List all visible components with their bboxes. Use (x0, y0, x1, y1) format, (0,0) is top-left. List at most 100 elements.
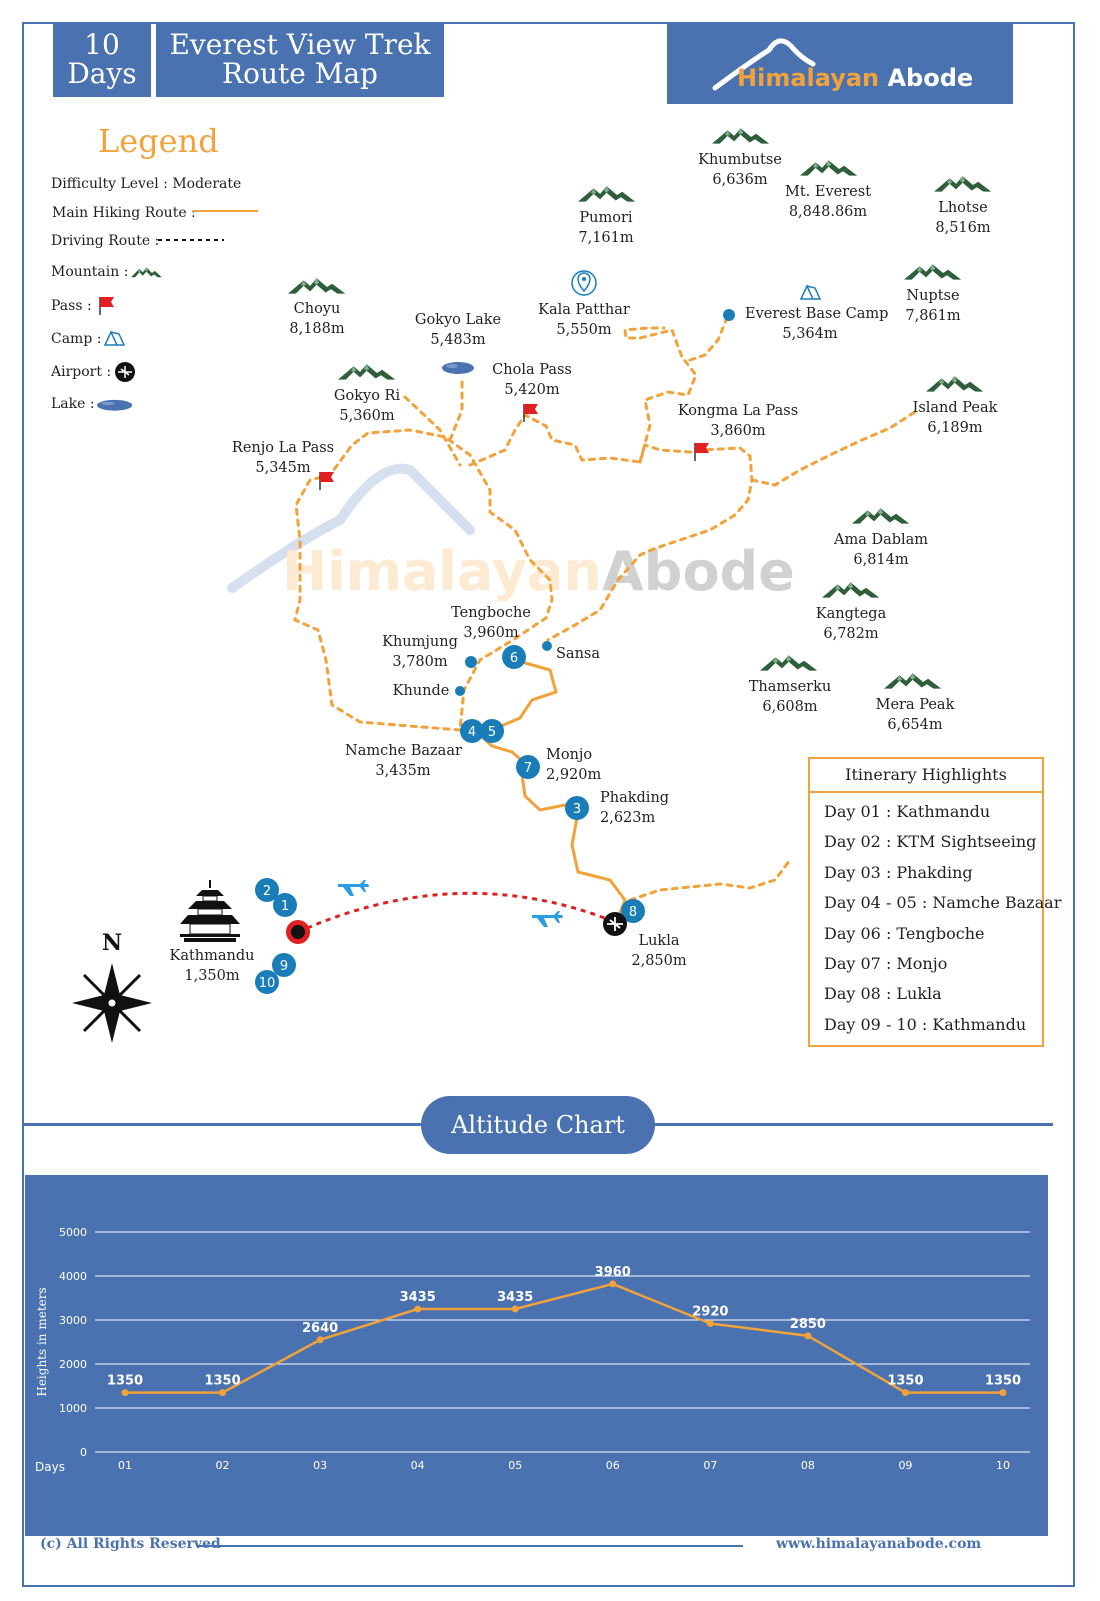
day-marker-label: 10 (259, 976, 276, 991)
chart-data-label: 1350 (887, 1374, 923, 1389)
chart-data-label: 1350 (985, 1374, 1021, 1389)
chart-data-label: 3435 (497, 1290, 533, 1305)
legend-title: Legend (98, 122, 219, 160)
khumjung-dot (465, 656, 477, 668)
mountain-icon (338, 364, 396, 380)
days-number: 10 (84, 28, 120, 61)
chart-point (414, 1305, 422, 1313)
legend-mountain: Mountain : (51, 264, 129, 280)
brand-name: Himalayan Abode (737, 64, 973, 92)
day-marker (255, 878, 279, 902)
chart-x-tick: 04 (411, 1459, 425, 1472)
mountain-height: 7,161m (578, 230, 634, 246)
itinerary-item: Day 03 : Phakding (824, 862, 973, 882)
place-label-tengboche: Tengboche 3,960m (441, 603, 541, 643)
place-height: 1,350m (184, 968, 240, 984)
mountain-name: Ama Dablam (833, 532, 929, 548)
day-marker (255, 970, 279, 994)
watermark: Himalayan Abode (227, 463, 795, 603)
mountain-icon (904, 264, 962, 280)
logo-mountain-icon (712, 38, 816, 91)
compass-icon: N (72, 930, 152, 1043)
mountain-label-thamserku: Thamserku 6,608m (740, 677, 840, 717)
place-height: 3,435m (375, 763, 431, 779)
chart-data-label: 2920 (692, 1305, 728, 1320)
mountain-height: 6,814m (853, 552, 909, 568)
location-pin-icon (571, 270, 597, 296)
chart-data-label: 2640 (302, 1321, 338, 1336)
legend-airport-icon (115, 362, 135, 382)
chart-point (121, 1389, 129, 1397)
days-badge: 10 Days (53, 24, 151, 97)
place-height: 5,420m (504, 382, 560, 398)
sansa-dot (542, 641, 552, 651)
mountain-icon (578, 186, 636, 202)
place-label-chola-pass: Chola Pass 5,420m (482, 360, 582, 400)
place-name: Kala Patthar (538, 302, 630, 318)
day-marker-label: 6 (510, 651, 518, 666)
mountain-height: 6,636m (712, 172, 768, 188)
mountain-name: Gokyo Ri (333, 388, 401, 404)
plane-icon (532, 911, 563, 927)
day-marker-label: 5 (488, 725, 496, 740)
day-marker-label: 9 (280, 959, 288, 974)
pass-flag-icon (694, 442, 710, 462)
day-marker-label: 1 (281, 899, 289, 914)
mountain-icon (799, 160, 858, 176)
legend-camp: Camp : (51, 331, 102, 347)
chart-x-axis-label: Days (35, 1460, 65, 1474)
chart-y-tick: 0 (80, 1446, 87, 1459)
chart-series-line (125, 1282, 1003, 1394)
page-title: Everest View Trek Route Map (156, 24, 444, 97)
day-marker (480, 719, 504, 743)
legend-flag-icon (99, 296, 115, 316)
itinerary-item: Day 07 : Monjo (824, 954, 948, 974)
chart-point (609, 1280, 617, 1288)
place-name: Chola Pass (492, 362, 572, 378)
title-line-1: Everest View Trek (169, 28, 431, 61)
place-name: Kongma La Pass (677, 403, 799, 419)
chart-data-label: 1350 (204, 1374, 240, 1389)
mountain-icon (852, 508, 910, 524)
day-marker-label: 3 (573, 802, 581, 817)
chart-x-tick: 02 (216, 1459, 230, 1472)
legend-driving-route: Driving Route : (51, 233, 160, 249)
itinerary-item: Day 08 : Lukla (824, 984, 942, 1004)
place-height: 3,960m (463, 625, 519, 641)
days-label: Days (67, 57, 137, 90)
legend-main-route: Main Hiking Route : (52, 205, 196, 221)
itinerary-panel: Itinerary Highlights Day 01 : Kathmandu … (808, 757, 1061, 1047)
place-height: 5,345m (255, 460, 311, 476)
day-marker (272, 953, 296, 977)
mountain-height: 5,360m (339, 408, 395, 424)
legend-difficulty: Difficulty Level : Moderate (51, 176, 242, 192)
brand-name-part1: Himalayan (737, 64, 880, 92)
chart-x-tick: 09 (898, 1459, 912, 1472)
mountain-height: 8,848.86m (788, 204, 868, 220)
lukla-airport-icon (603, 912, 627, 936)
mountain-name: Nuptse (906, 288, 960, 304)
place-name: Lukla (638, 933, 680, 949)
mountain-name: Thamserku (748, 679, 832, 695)
chart-y-tick: 1000 (59, 1402, 87, 1415)
chart-x-tick: 08 (801, 1459, 815, 1472)
day-marker-label: 7 (524, 761, 532, 776)
legend-mountain-icon (131, 267, 162, 278)
place-name: Tengboche (451, 605, 531, 621)
footer-website[interactable]: www.himalayanabode.com (776, 1536, 982, 1552)
day-marker-label: 2 (263, 884, 271, 899)
place-height: 2,920m (546, 767, 602, 783)
chart-y-tick: 3000 (59, 1314, 87, 1327)
mountain-height: 6,608m (762, 699, 818, 715)
chart-data-label: 1350 (107, 1374, 143, 1389)
chart-y-tick: 2000 (59, 1358, 87, 1371)
